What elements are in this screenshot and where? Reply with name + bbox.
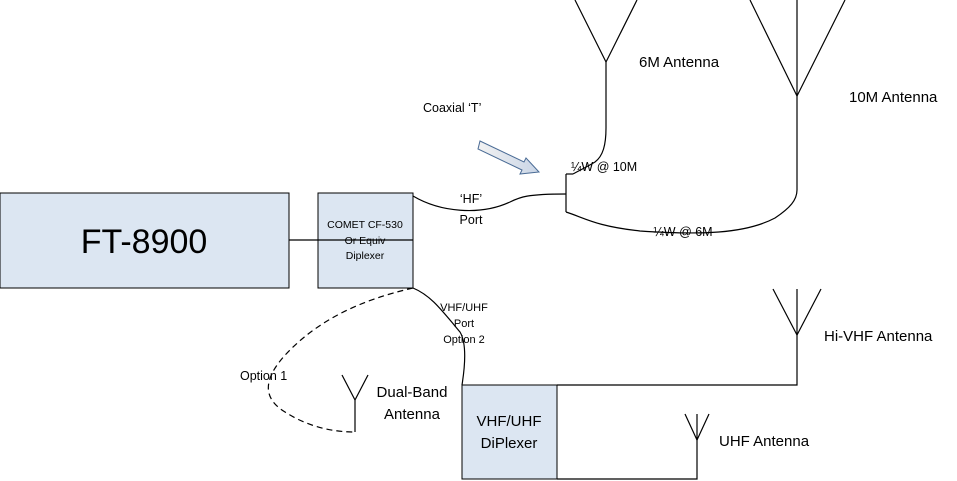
vhfuhf-diplexer-box xyxy=(461,384,558,480)
comet-diplexer-line2: Or Equiv xyxy=(345,235,387,247)
vhfuhf-port-line3: Option 2 xyxy=(443,334,485,346)
coaxial-t-label: Coaxial ‘T’ xyxy=(423,101,481,115)
vhfuhf-diplexer-line1: VHF/UHF xyxy=(477,413,542,430)
stub-10m-wire xyxy=(572,62,607,175)
stub-6m-label: ¼W @ 6M xyxy=(653,225,712,239)
vhfuhf-diplexer-line2: DiPlexer xyxy=(481,435,538,452)
antenna-dualband-icon xyxy=(341,374,369,432)
antenna-hivhf-label: Hi-VHF Antenna xyxy=(824,328,933,345)
comet-diplexer-line1: COMET CF-530 xyxy=(327,219,403,231)
antenna-6m-icon xyxy=(574,0,638,63)
antenna-uhf-icon xyxy=(684,413,710,441)
hf-coax-curve xyxy=(412,193,567,212)
option1-dashed-wire xyxy=(267,287,414,433)
stub-10m-label: ¼W @ 10M xyxy=(571,160,637,174)
vhfuhf-port-line1: VHF/UHF xyxy=(440,302,488,314)
uhf-feed-wire xyxy=(557,440,698,480)
comet-diplexer-line3: Diplexer xyxy=(346,250,385,262)
antenna-6m-label: 6M Antenna xyxy=(639,54,720,71)
coaxial-t-arrow xyxy=(477,140,541,175)
radio-box xyxy=(0,192,290,289)
option2-coax-wire xyxy=(412,287,466,386)
hf-port-line2: Port xyxy=(460,213,483,227)
option1-label: Option 1 xyxy=(240,369,287,383)
antenna-10m-icon xyxy=(749,0,846,97)
stub-6m-wire xyxy=(565,96,798,234)
antenna-10m-label: 10M Antenna xyxy=(849,89,938,106)
hivhf-feed-wire xyxy=(557,335,798,386)
antenna-uhf-label: UHF Antenna xyxy=(719,433,810,450)
vhfuhf-port-line2: Port xyxy=(454,318,474,330)
radio-label: FT-8900 xyxy=(81,223,208,261)
antenna-dualband-line1: Dual-Band xyxy=(377,384,448,401)
hf-port-line1: ‘HF’ xyxy=(460,192,482,206)
antenna-hivhf-icon xyxy=(772,288,822,336)
antenna-dualband-line2: Antenna xyxy=(384,406,441,423)
